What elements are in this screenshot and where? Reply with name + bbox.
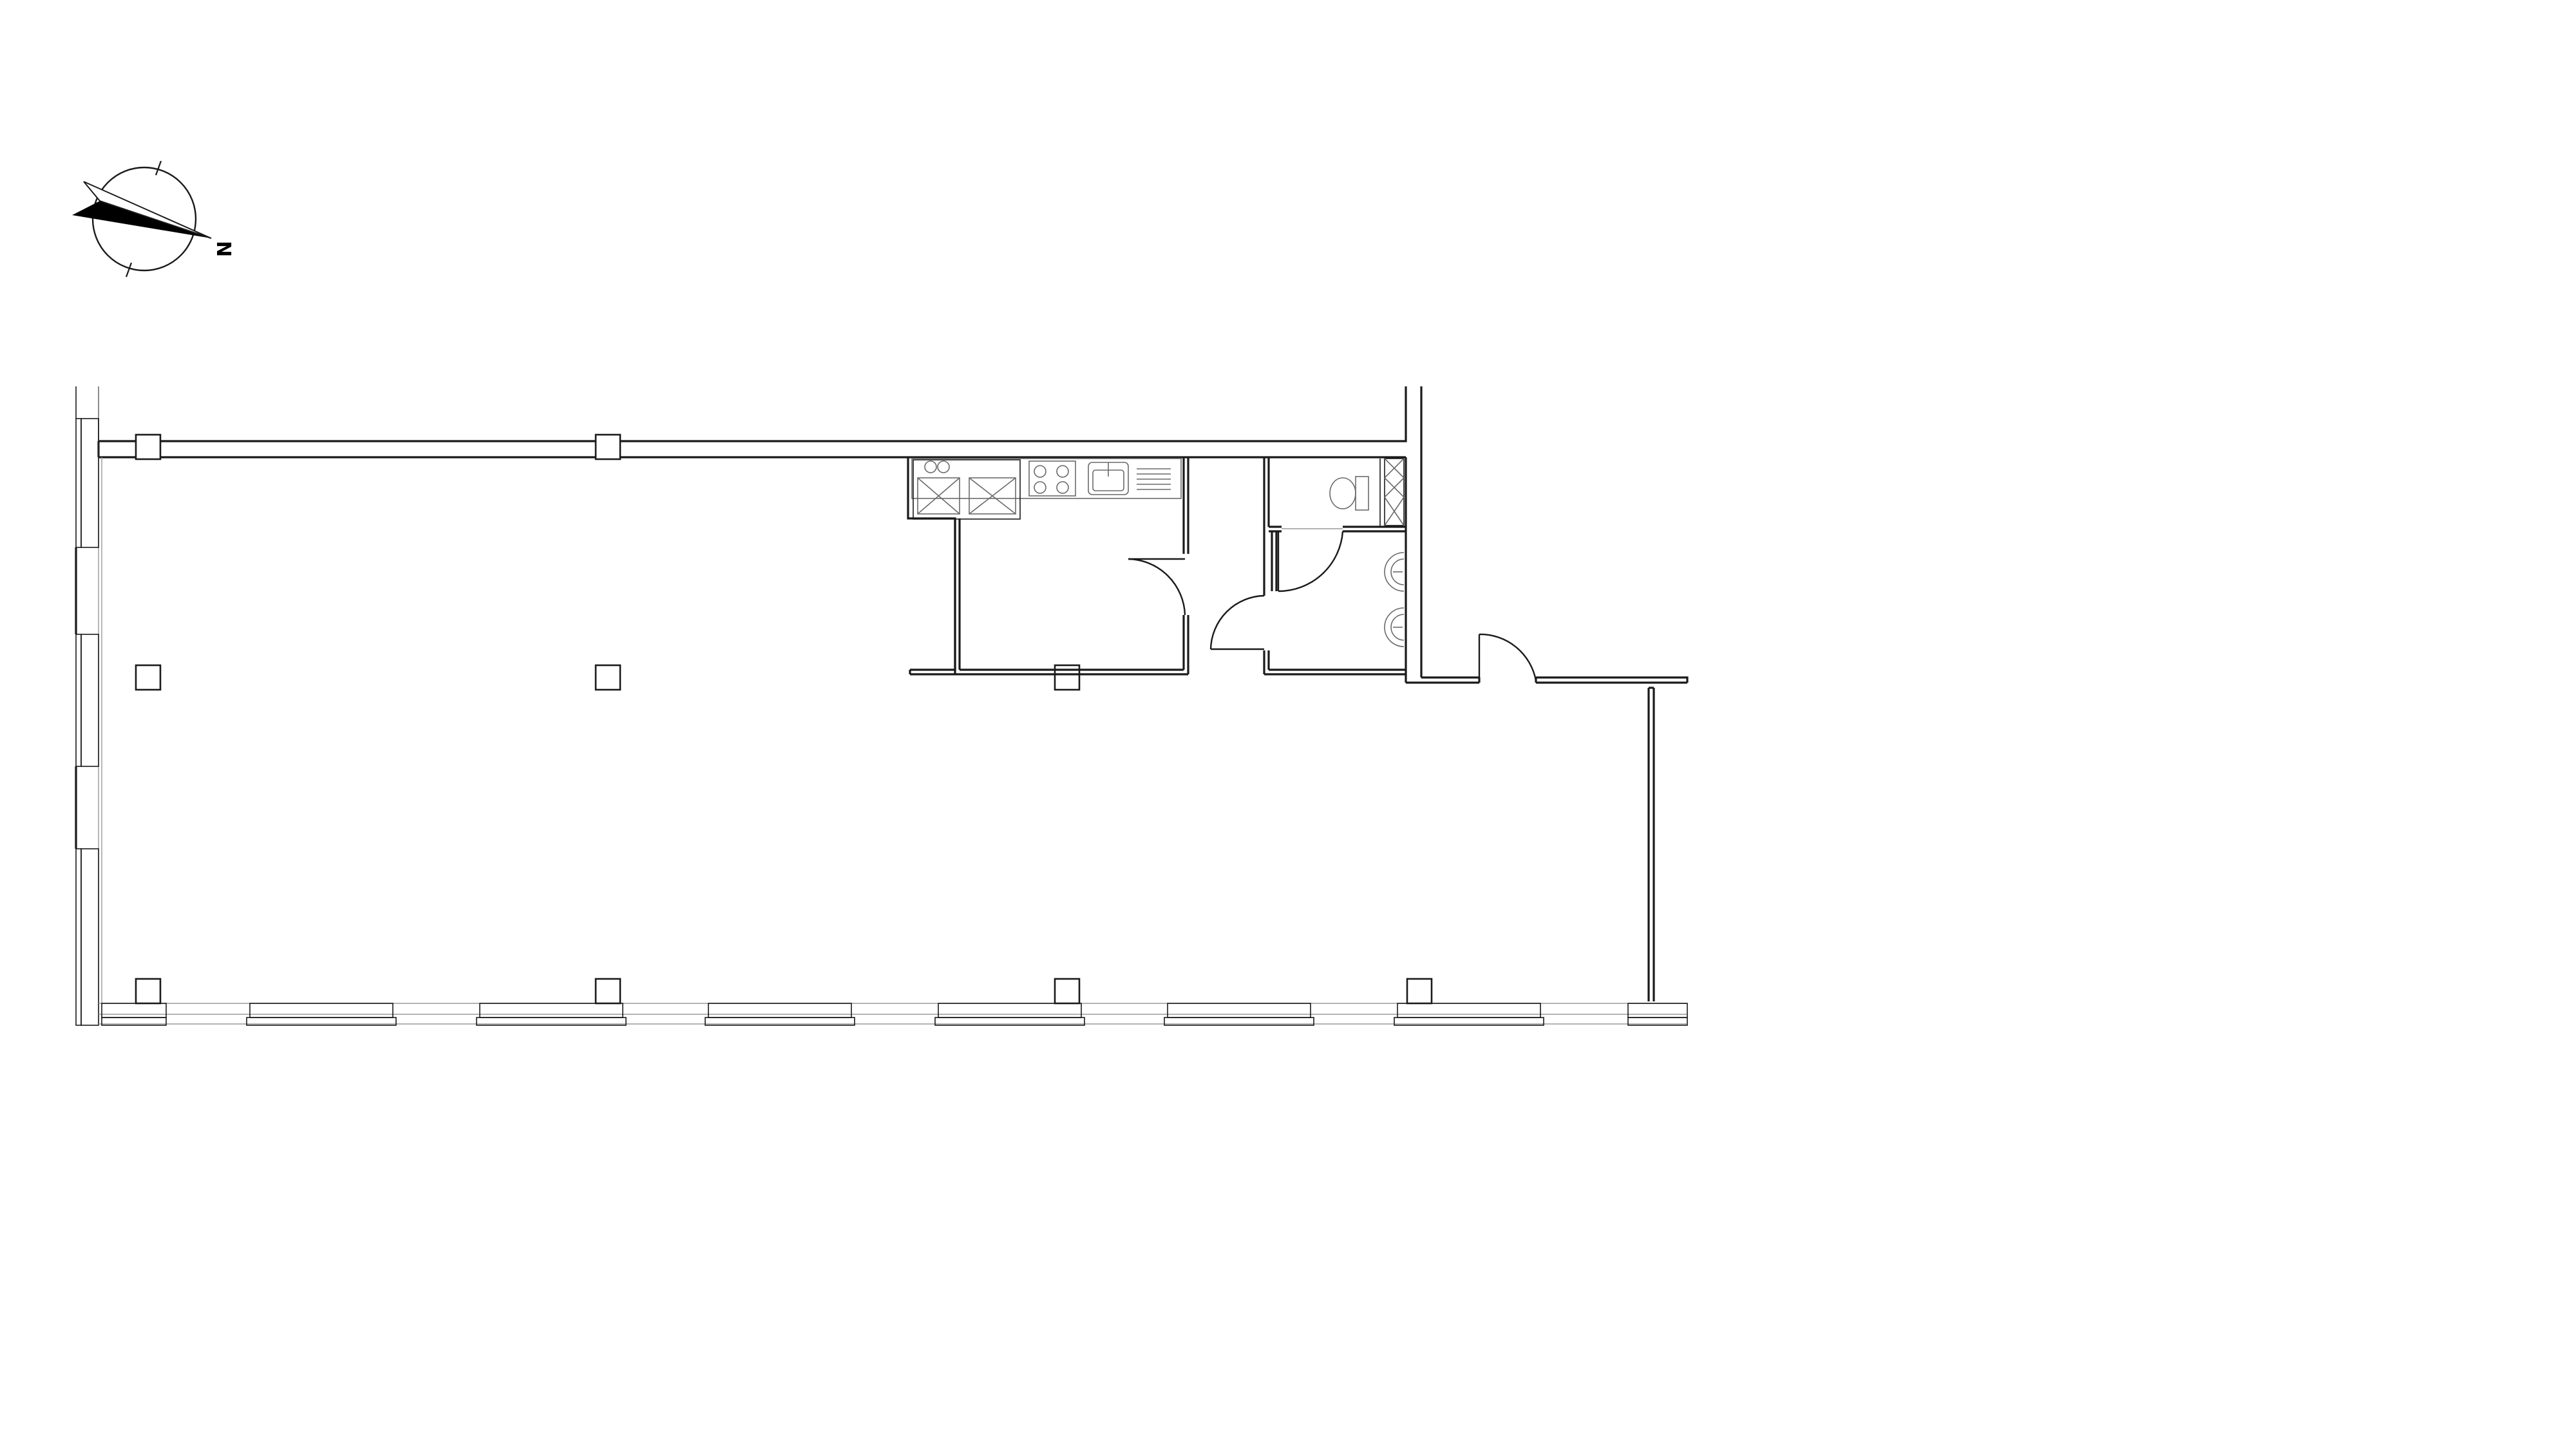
column <box>594 978 621 1005</box>
kitchen-counter <box>911 458 1182 499</box>
bathroom-room <box>1209 457 1406 676</box>
burner <box>1034 481 1046 494</box>
dryer <box>969 477 1016 515</box>
boiler <box>924 460 937 473</box>
column <box>1054 978 1081 1005</box>
south-window-frame <box>246 1003 397 1026</box>
drainboard <box>1137 468 1171 490</box>
north-wall-outer <box>99 386 1407 442</box>
kitchen-door-swing <box>1128 558 1186 616</box>
south-windows <box>99 1003 1688 1026</box>
north-arrow-circle <box>91 166 197 272</box>
burner <box>1056 465 1069 478</box>
east-upper-wall <box>1536 676 1689 683</box>
washing-machine <box>917 477 960 515</box>
west-window-frame <box>75 418 82 548</box>
washbasin <box>1384 552 1405 592</box>
cooktop <box>1028 460 1076 497</box>
south-window-frame <box>1394 1003 1544 1026</box>
kitchen-room <box>907 457 1189 676</box>
burner <box>1034 465 1046 478</box>
north-arrow: N <box>72 160 234 278</box>
west-window-frame <box>80 634 99 767</box>
exterior-walls <box>75 386 1689 1001</box>
column <box>594 664 621 691</box>
north-arrow-tick <box>155 160 162 176</box>
burner <box>1056 481 1069 494</box>
column <box>135 664 162 691</box>
boiler <box>937 460 950 473</box>
south-window-frame <box>1627 1003 1688 1018</box>
tall-cabinet <box>913 459 1021 520</box>
south-window-frame <box>476 1003 627 1026</box>
washbasin <box>1384 607 1405 647</box>
north-arrow-tick <box>125 262 133 278</box>
west-window-frame <box>75 848 82 1026</box>
column <box>594 433 621 460</box>
south-window-frame <box>1627 1017 1688 1026</box>
bathroom-door-swing <box>1209 594 1265 650</box>
column <box>1406 978 1433 1005</box>
west-window-frame <box>80 418 99 548</box>
south-window-frame <box>101 1017 167 1026</box>
dryer <box>969 477 1016 515</box>
toilet <box>1329 476 1369 511</box>
west-window-frame <box>80 848 99 1026</box>
north-arrow-pointer-white <box>83 181 212 239</box>
north-arrow-label: N <box>212 241 234 257</box>
washing-machine <box>917 477 960 515</box>
west-windows <box>75 386 102 1026</box>
column <box>135 978 162 1005</box>
south-window-frame <box>934 1003 1085 1026</box>
south-window-frame <box>705 1003 855 1026</box>
south-window-frame <box>1164 1003 1314 1026</box>
west-window-frame <box>75 634 82 767</box>
structural-columns <box>135 433 1433 1005</box>
service-shaft <box>1379 458 1405 527</box>
south-window-frame <box>101 1003 167 1018</box>
wc-door-swing <box>1278 531 1344 592</box>
entrance-door-swing <box>1479 633 1537 681</box>
column <box>135 433 162 460</box>
north-arrow-pointer-black <box>72 201 211 238</box>
